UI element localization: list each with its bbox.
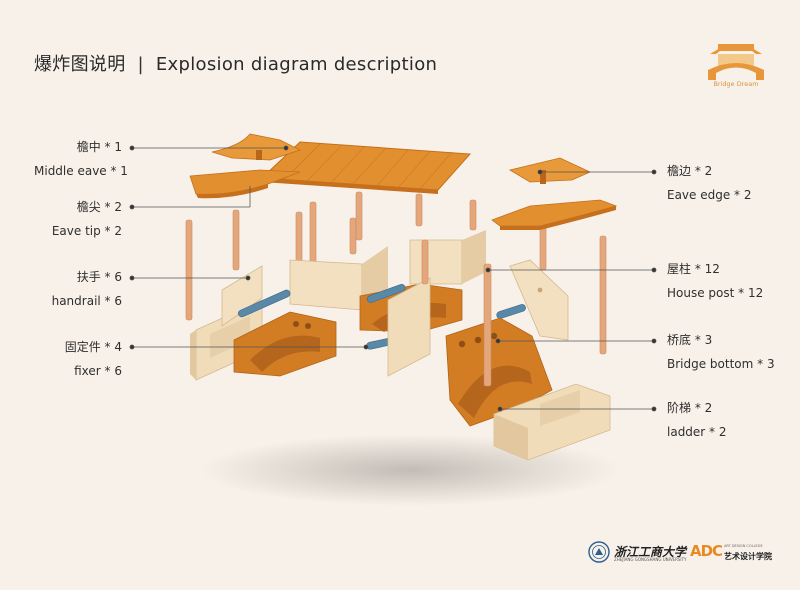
eave-tip-left bbox=[211, 133, 302, 161]
label-eave-edge-en: Eave edge * 2 bbox=[667, 188, 752, 202]
house-post bbox=[349, 217, 357, 255]
label-eave-tip-en: Eave tip * 2 bbox=[51, 224, 122, 238]
fixer bbox=[366, 284, 406, 303]
university-logo: 浙江工商大学 ZHEJIANG GONGSHANG UNIVERSITY bbox=[588, 541, 688, 563]
handrail-center-top bbox=[409, 230, 486, 285]
house-post bbox=[469, 199, 477, 231]
label-handrail-en: handrail * 6 bbox=[51, 294, 122, 308]
label-bridge-bottom-cn: 桥底 * 3 bbox=[667, 333, 713, 347]
label-handrail: 扶手 * 6 handrail * 6 bbox=[34, 270, 122, 308]
page-title: 爆炸图说明 | Explosion diagram description bbox=[34, 50, 437, 76]
title-cn: 爆炸图说明 bbox=[34, 54, 126, 75]
fixer bbox=[496, 304, 526, 319]
college-mark: ADC bbox=[690, 542, 723, 560]
college-logo: ADC ART DESIGN COLLEGE 艺术设计学院 bbox=[690, 542, 772, 564]
house-post bbox=[421, 239, 429, 285]
title-separator: | bbox=[137, 54, 144, 75]
handrail-right bbox=[509, 259, 569, 341]
label-fixer-cn: 固定件 * 4 bbox=[64, 340, 122, 354]
label-house-post-cn: 屋柱 * 12 bbox=[667, 262, 720, 276]
title-en: Explosion diagram description bbox=[155, 54, 438, 75]
bridge-bottom-left bbox=[233, 311, 337, 377]
logo-text: Bridge Dream bbox=[713, 80, 759, 88]
eave-edge-left bbox=[189, 169, 301, 199]
college-name-cn: 艺术设计学院 bbox=[724, 552, 772, 561]
house-posts bbox=[185, 191, 607, 355]
label-ladder: 阶梯 * 2 ladder * 2 bbox=[667, 401, 787, 439]
label-middle-eave: 檐中 * 1 Middle eave * 1 bbox=[34, 140, 128, 178]
leader-lines bbox=[129, 145, 657, 412]
label-fixer-en: fixer * 6 bbox=[74, 364, 122, 378]
middle-eave bbox=[258, 141, 472, 194]
eave-tip-right bbox=[491, 199, 618, 230]
eave-edge-right bbox=[508, 157, 591, 184]
college-name-en: ART DESIGN COLLEGE bbox=[724, 544, 763, 548]
house-post bbox=[232, 209, 240, 271]
handrail-front bbox=[387, 277, 431, 377]
bridge-bottom-right bbox=[445, 317, 553, 427]
label-bridge-bottom-en: Bridge bottom * 3 bbox=[667, 357, 775, 371]
house-post bbox=[483, 263, 492, 387]
label-house-post-en: House post * 12 bbox=[667, 286, 764, 300]
label-eave-tip-cn: 檐尖 * 2 bbox=[76, 200, 122, 214]
ladder-right bbox=[493, 383, 611, 461]
label-bridge-bottom: 桥底 * 3 Bridge bottom * 3 bbox=[667, 333, 793, 371]
university-name-en: ZHEJIANG GONGSHANG UNIVERSITY bbox=[614, 557, 687, 562]
label-ladder-cn: 阶梯 * 2 bbox=[667, 401, 713, 415]
university-name-cn: 浙江工商大学 bbox=[614, 545, 687, 559]
university-emblem-icon bbox=[588, 541, 610, 563]
label-handrail-cn: 扶手 * 6 bbox=[76, 270, 122, 284]
label-eave-edge: 檐边 * 2 Eave edge * 2 bbox=[667, 164, 787, 202]
bridge-pavilion-logo-icon bbox=[708, 44, 764, 80]
label-middle-eave-en: Middle eave * 1 bbox=[34, 164, 128, 178]
handrail-left bbox=[221, 265, 263, 327]
label-fixer: 固定件 * 4 fixer * 6 bbox=[34, 340, 122, 378]
fixer bbox=[238, 289, 291, 318]
label-eave-edge-cn: 檐边 * 2 bbox=[667, 164, 713, 178]
house-post bbox=[185, 219, 193, 321]
label-eave-tip: 檐尖 * 2 Eave tip * 2 bbox=[34, 200, 122, 238]
house-post bbox=[355, 191, 363, 241]
house-post bbox=[415, 193, 423, 227]
house-post bbox=[599, 235, 607, 355]
label-middle-eave-cn: 檐中 * 1 bbox=[76, 140, 122, 154]
label-ladder-en: ladder * 2 bbox=[667, 425, 727, 439]
label-house-post: 屋柱 * 12 House post * 12 bbox=[667, 262, 787, 300]
